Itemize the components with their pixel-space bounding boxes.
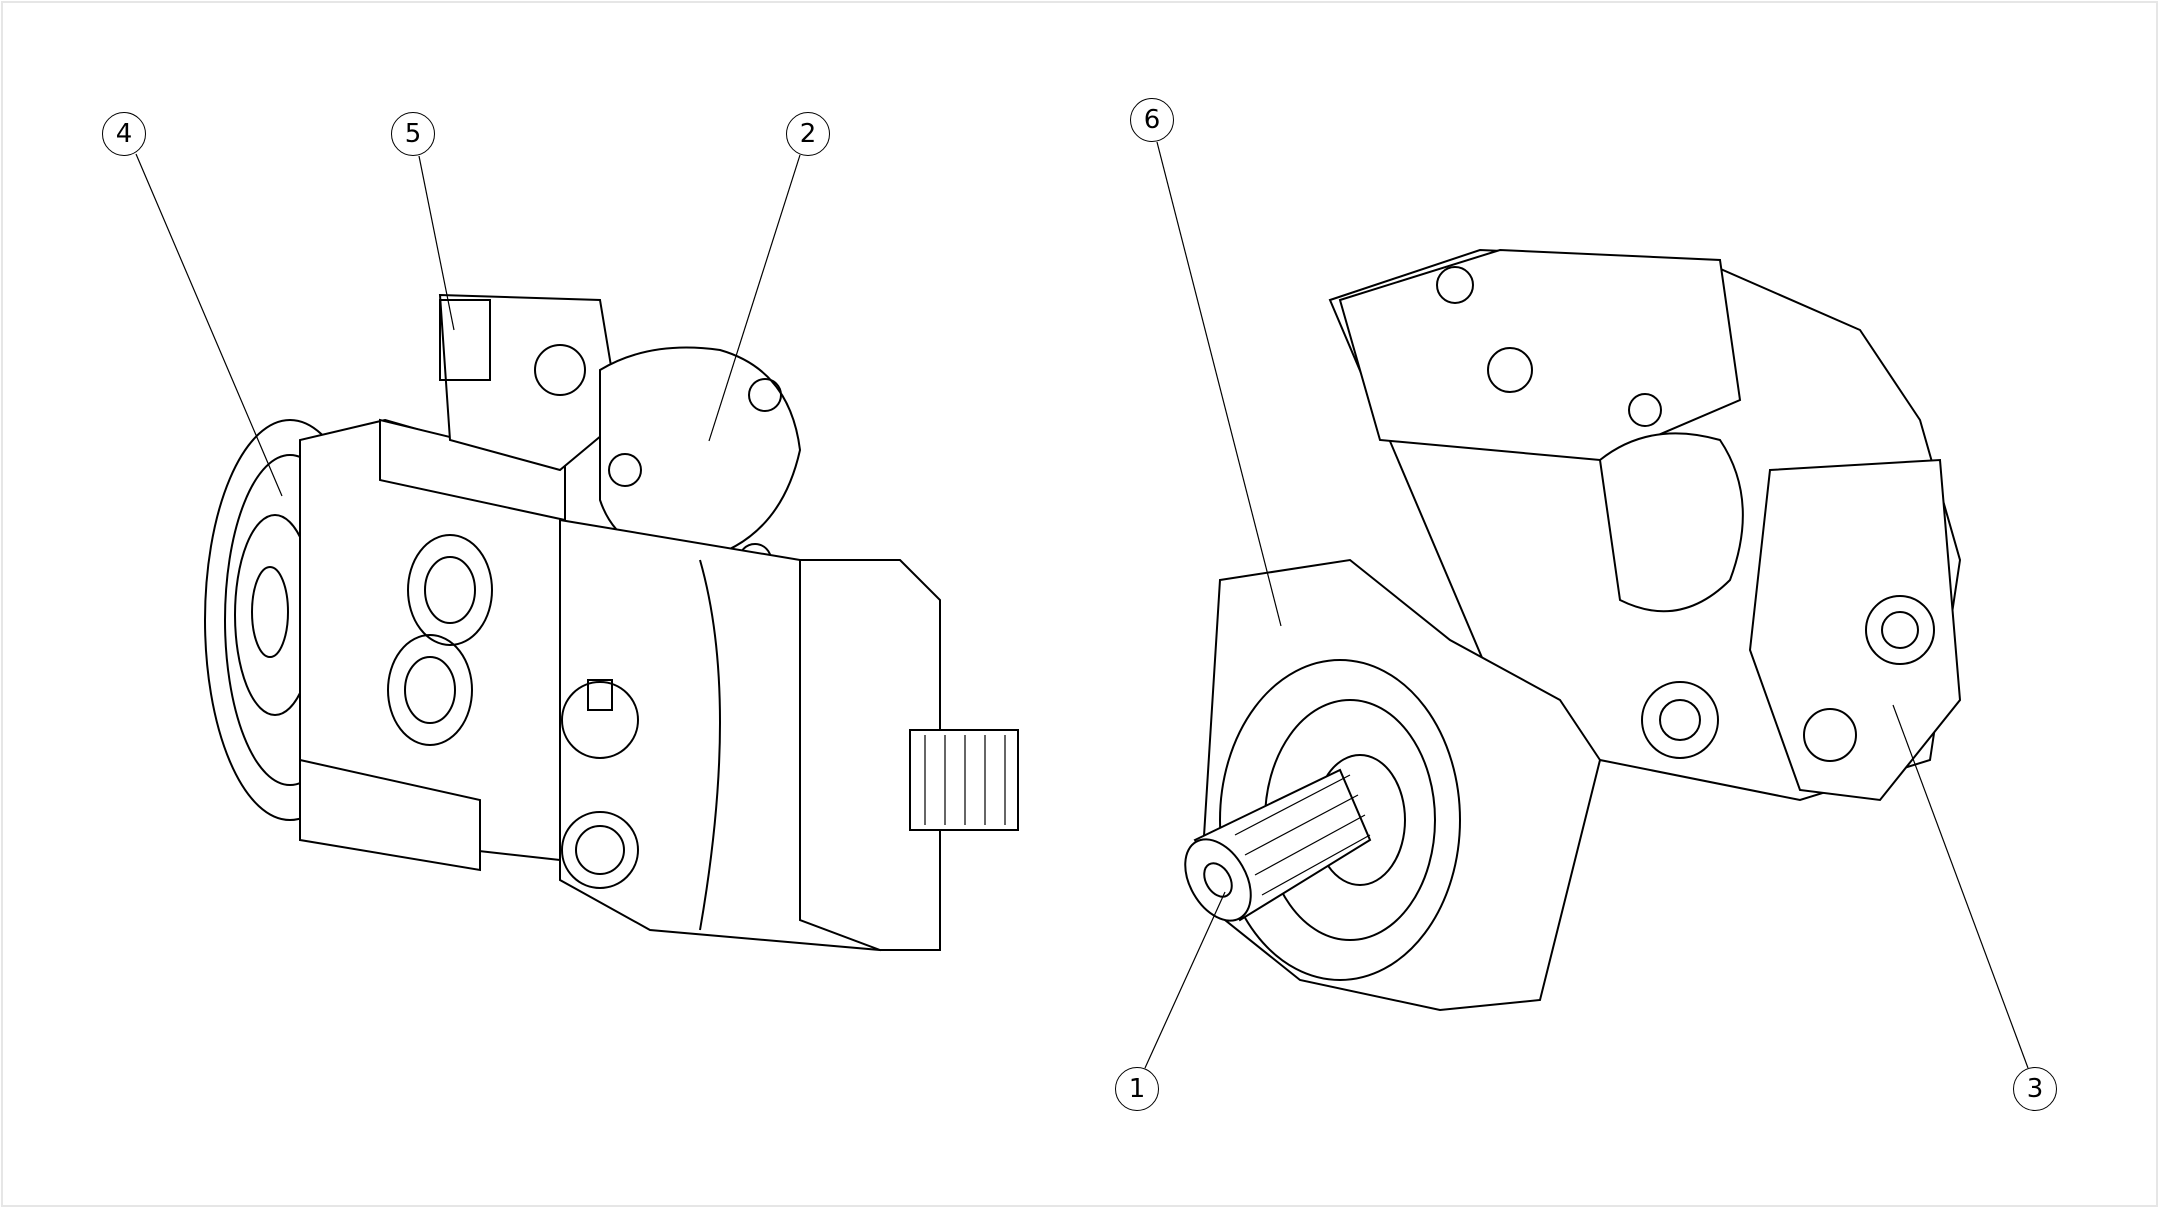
left-pump-view — [204, 293, 1019, 952]
leader-line-1 — [1144, 891, 1226, 1069]
leader-line-3 — [1892, 704, 2029, 1069]
leader-line-4 — [135, 153, 283, 497]
callout-4: 4 — [102, 112, 146, 156]
leader-line-6 — [1156, 141, 1282, 627]
leader-lines — [135, 141, 2029, 1069]
leader-line-5 — [418, 155, 455, 331]
right-pump-view — [1184, 248, 1962, 1012]
leader-line-2 — [708, 154, 801, 442]
callout-3: 3 — [2013, 1067, 2057, 1111]
callout-2: 2 — [786, 112, 830, 156]
callout-5: 5 — [391, 112, 435, 156]
callout-1: 1 — [1115, 1067, 1159, 1111]
callout-6: 6 — [1130, 98, 1174, 142]
